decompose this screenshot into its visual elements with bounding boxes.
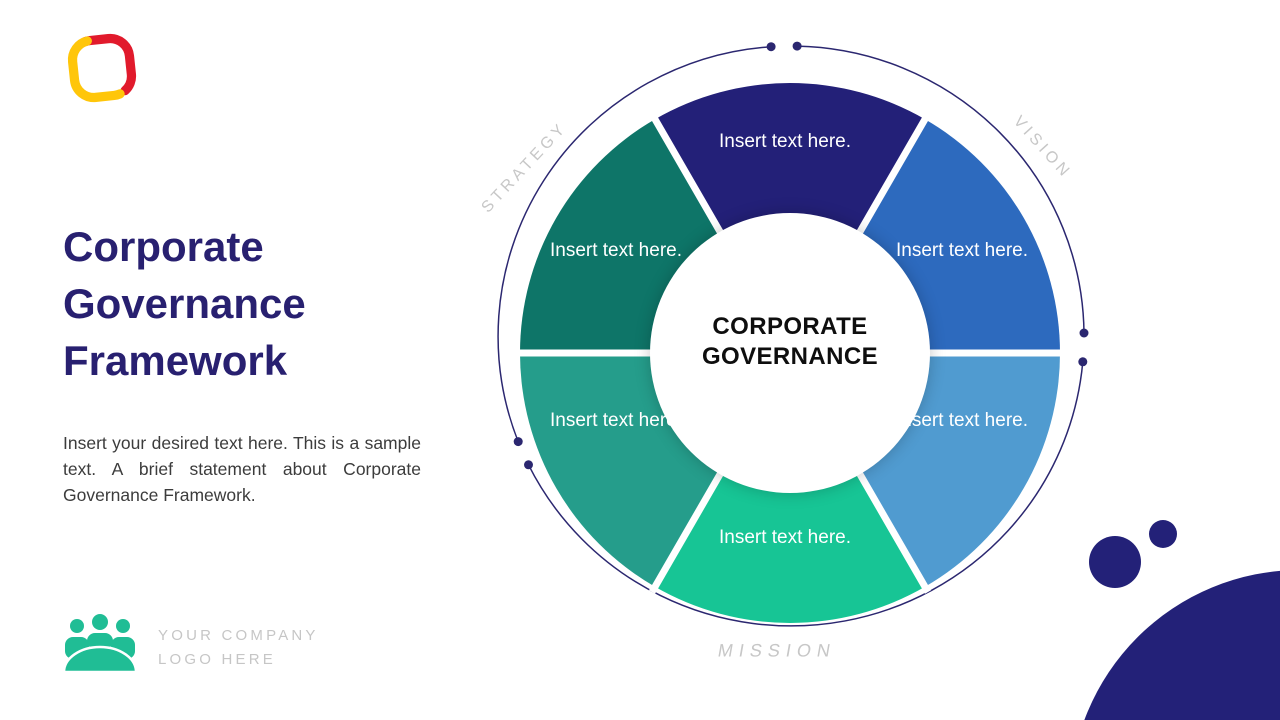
decor-circle-medium: [1089, 536, 1141, 588]
segment-label-bottom-right: Insert text here.: [895, 410, 1028, 431]
wedge-dividers: [514, 112, 1066, 594]
ring-label-mission: MISSION: [716, 640, 838, 661]
segment-label-bottom: Insert text here.: [718, 527, 851, 548]
ring-arcs: [497, 45, 1085, 627]
diagram-center-label: CORPORATE GOVERNANCE: [701, 313, 879, 370]
company-logo-line1: YOUR COMPANY: [158, 627, 319, 644]
slide-title: Corporate Governance Framework: [63, 223, 306, 384]
segment-label-top-right: Insert text here.: [895, 240, 1028, 261]
segment-label-top: Insert text here.: [718, 131, 851, 152]
brand-logo-icon: [67, 33, 137, 103]
logo-yellow-stroke: [67, 33, 137, 103]
company-logo-line2: LOGO HERE: [158, 651, 276, 668]
segment-label-bottom-left: Insert text here.: [549, 410, 682, 431]
decor-circle-small: [1149, 520, 1177, 548]
diagram-center-circle: [650, 213, 930, 493]
logo-red-stroke: [67, 33, 137, 103]
slide-description: Insert your desired text here. This is a…: [63, 433, 421, 505]
meeting-people-icon: [62, 614, 138, 674]
ring-dots: [513, 41, 1089, 470]
segment-label-top-left: Insert text here.: [549, 240, 682, 261]
company-logo-text: YOUR COMPANY LOGO HERE: [158, 624, 418, 672]
